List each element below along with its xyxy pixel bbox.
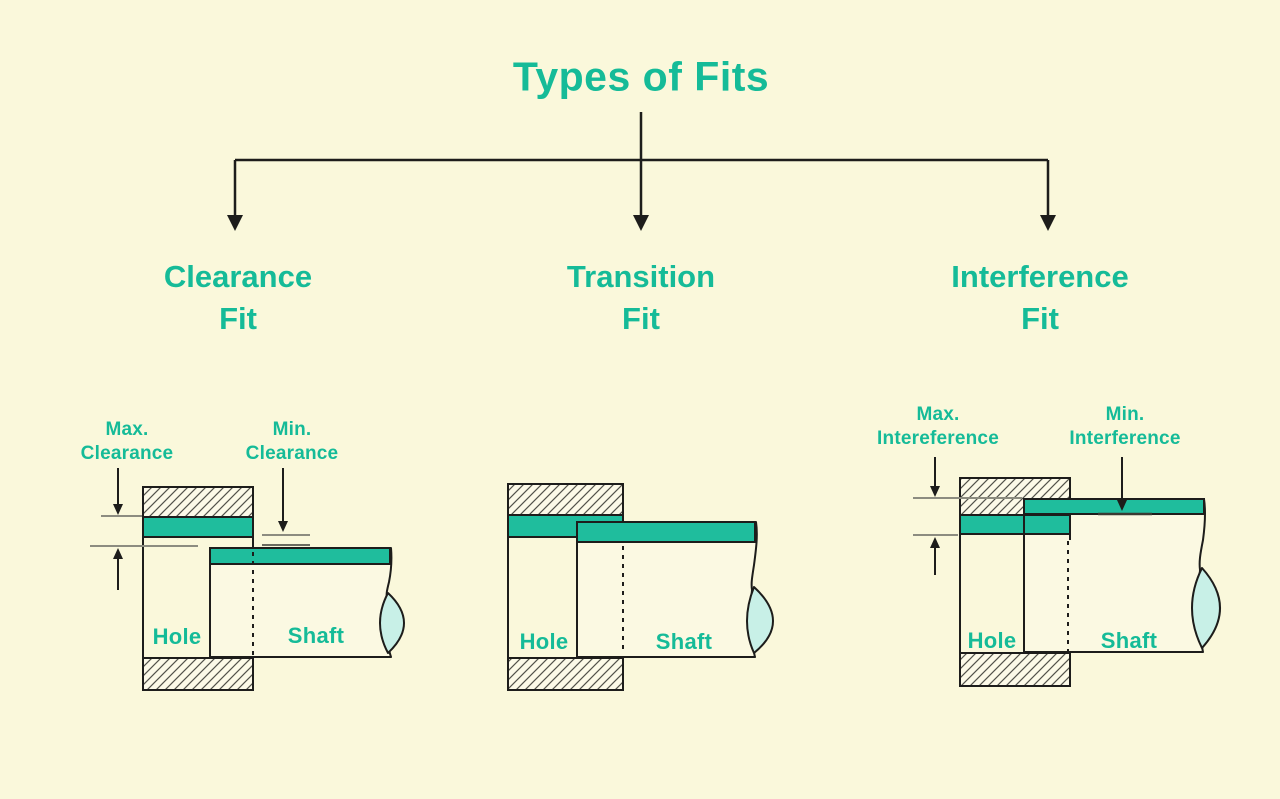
min-clearance-label-line1: Min.: [272, 419, 312, 440]
interference-hole-bottom-hatch: [959, 652, 1071, 687]
transition-hole-label: Hole: [519, 629, 569, 654]
fit-label-clearance-line2: Fit: [219, 301, 257, 336]
tree-lines: [233, 112, 1050, 217]
clearance-hole-bottom-hatch: [142, 657, 254, 691]
fit-label-clearance-line1: Clearance: [163, 259, 313, 294]
max-interference-label-line1: Max.: [916, 404, 960, 425]
interference-hole-walls: [959, 534, 1071, 653]
fit-label-clearance: Clearance Fit: [164, 256, 312, 340]
fit-label-interference: Interference Fit: [951, 256, 1128, 340]
arrowhead-left: [227, 215, 243, 231]
interference-shaft-break-lens: [1191, 567, 1221, 649]
clearance-fit-drawing: [90, 468, 405, 691]
interference-shaft-tolerance-band: [1023, 498, 1205, 515]
min-clearance-arrow-head: [278, 521, 288, 532]
interference-dimensions: [913, 457, 1152, 575]
fit-label-transition: Transition Fit: [567, 256, 715, 340]
max-clearance-arrow-up-head: [113, 548, 123, 559]
fit-label-interference-line2: Fit: [1021, 301, 1059, 336]
fit-label-transition-line2: Fit: [622, 301, 660, 336]
min-interference-label-line2: Interference: [1069, 428, 1181, 449]
max-clearance-label-line1: Max.: [105, 419, 149, 440]
interference-hole-label: Hole: [967, 628, 1017, 653]
transition-shaft-break-lens: [746, 586, 774, 654]
max-clearance-label: Max. Clearance: [81, 418, 174, 466]
max-interference-arrow-down-head: [930, 486, 940, 497]
clearance-shaft-label: Shaft: [287, 623, 345, 648]
clearance-hole-label: Hole: [152, 624, 202, 649]
clearance-shaft-break-lens: [379, 592, 405, 654]
transition-hole-top-hatch: [507, 483, 624, 516]
interference-fit-drawing: [913, 457, 1221, 687]
max-clearance-arrow-down-head: [113, 504, 123, 515]
clearance-dimensions: [90, 468, 310, 590]
min-interference-arrow-head: [1117, 500, 1127, 511]
page-title: Types of Fits: [512, 53, 770, 100]
min-clearance-label-line2: Clearance: [245, 443, 339, 464]
min-clearance-label: Min. Clearance: [246, 418, 339, 466]
transition-shaft-label: Shaft: [655, 629, 713, 654]
clearance-hole-tolerance-band: [142, 516, 254, 538]
max-interference-label-line2: Intereference: [877, 428, 999, 449]
clearance-shaft-tolerance-band: [209, 547, 391, 565]
max-interference-label: Max. Intereference: [877, 403, 999, 451]
arrowhead-right: [1040, 215, 1056, 231]
min-interference-label-line1: Min.: [1105, 404, 1145, 425]
min-interference-label: Min. Interference: [1069, 403, 1180, 451]
clearance-hole-top-hatch: [142, 486, 254, 518]
fit-label-interference-line1: Interference: [951, 259, 1129, 294]
fit-label-transition-line1: Transition: [566, 259, 716, 294]
interference-hole-tolerance-band: [959, 514, 1071, 535]
tree-connector: [227, 112, 1056, 231]
interference-shaft-label: Shaft: [1100, 628, 1158, 653]
transition-shaft-tolerance-band: [576, 521, 756, 543]
max-interference-arrow-up-head: [930, 537, 940, 548]
max-clearance-label-line2: Clearance: [80, 443, 174, 464]
transition-hole-bottom-hatch: [507, 657, 624, 691]
transition-fit-drawing: [507, 483, 774, 691]
arrowhead-center: [633, 215, 649, 231]
